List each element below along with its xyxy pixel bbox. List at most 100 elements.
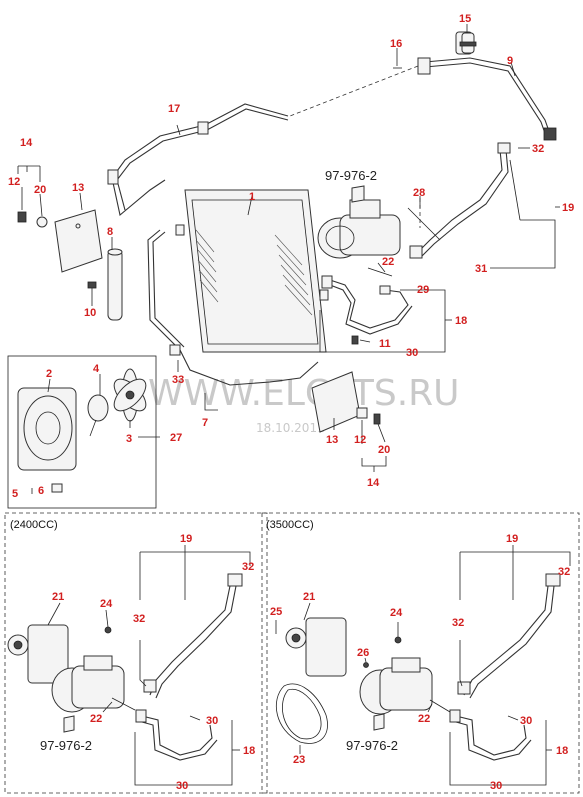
fan-blade-3: [113, 368, 147, 422]
label-p30-3500b: 30: [490, 780, 502, 792]
label-p26-3500: 26: [357, 647, 369, 659]
label-p14: 14: [20, 137, 33, 149]
bolt-22-2400: [111, 697, 136, 711]
label-p31: 31: [475, 263, 487, 275]
label-p7: 7: [202, 417, 208, 429]
label-p18-2400: 18: [243, 745, 255, 757]
nut-20-right: [373, 413, 381, 425]
label-p18-3500: 18: [556, 745, 568, 757]
bolt-10: [87, 281, 97, 298]
label-p20-b: 20: [378, 444, 390, 456]
watermark-site: WWW.ELCATS.RU: [148, 373, 460, 414]
label-p12: 12: [8, 176, 20, 188]
panel-2400cc: [4, 512, 268, 794]
bolt-24-2400: [104, 626, 112, 634]
label-p27: 27: [170, 432, 182, 444]
label-p2: 2: [46, 368, 52, 380]
label-p15: 15: [459, 13, 471, 25]
label-p32-2400b: 32: [133, 613, 145, 625]
compressor-2400: [51, 655, 125, 713]
ref-code-2400: 97-976-2: [40, 738, 92, 753]
suction-hose-18: [321, 275, 413, 335]
label-p24-2400: 24: [100, 598, 113, 610]
panel-3500cc: [261, 512, 580, 794]
label-p25-3500: 25: [270, 606, 282, 618]
watermark-date: 18.10.2011: [256, 421, 325, 435]
label-p19-3500: 19: [506, 533, 518, 545]
label-p6: 6: [38, 485, 44, 497]
label-p32-3500b: 32: [452, 617, 464, 629]
label-p9: 9: [507, 55, 513, 67]
fan-shroud-2: [17, 387, 77, 471]
hose-18-3500: [449, 709, 532, 761]
nut-20-left: [36, 216, 48, 228]
label-p22-top: 22: [382, 256, 394, 268]
bolt-24-3500: [394, 636, 402, 644]
bolt-22-3500: [429, 699, 451, 713]
bracket-13-left: [54, 209, 103, 273]
label-p28: 28: [413, 187, 425, 199]
label-p5: 5: [12, 488, 18, 500]
receiver-drier-8: [107, 248, 123, 321]
bolt-12-right: [356, 407, 368, 419]
clip-6: [51, 483, 63, 493]
label-p8: 8: [107, 226, 113, 238]
fan-assembly-box: [7, 355, 157, 509]
label-p4: 4: [93, 363, 100, 375]
hose-18-2400: [135, 709, 218, 761]
bracket-21-2400: [7, 624, 69, 684]
bracket-21-3500: [285, 617, 347, 677]
label-p20: 20: [34, 184, 46, 196]
ref-code-3500: 97-976-2: [346, 738, 398, 753]
label-p30-top: 30: [406, 347, 418, 359]
receiver-drier-15: [459, 32, 477, 54]
label-p16: 16: [390, 38, 402, 50]
label-p3: 3: [126, 433, 132, 445]
engine-title-2400: (2400CC): [10, 519, 58, 531]
oring-11: [351, 335, 359, 345]
label-p13: 13: [72, 182, 84, 194]
label-p11: 11: [379, 338, 391, 350]
condenser-1: [175, 189, 329, 353]
label-p18-top: 18: [455, 315, 467, 327]
bolt-22-top: [367, 267, 393, 277]
label-p30-2400b: 30: [176, 780, 188, 792]
compressor-3500: [359, 657, 433, 715]
bolt-12-left: [17, 211, 27, 223]
label-p22-3500: 22: [418, 713, 430, 725]
label-p14-b: 14: [367, 477, 380, 489]
fan-motor-4: [87, 394, 109, 437]
leader-lines: [17, 24, 571, 786]
label-p23-3500: 23: [293, 754, 305, 766]
label-p32-2400a: 32: [242, 561, 254, 573]
hose-19-3500: [457, 573, 561, 699]
ref-code-top: 97-976-2: [325, 168, 377, 183]
label-p29: 29: [417, 284, 429, 296]
engine-title-3500: (3500CC): [266, 519, 314, 531]
label-p10: 10: [84, 307, 96, 319]
label-p12-b: 12: [354, 434, 366, 446]
label-p32-3500a: 32: [558, 566, 570, 578]
discharge-hose-31: [409, 142, 511, 259]
bolt-28: [407, 198, 441, 241]
ref-part-icon-2400: [63, 715, 75, 733]
ref-part-icon-top: [351, 185, 365, 203]
suction-pipe-9: [417, 31, 557, 141]
label-p1: 1: [249, 191, 255, 203]
label-p32-top: 32: [532, 143, 544, 155]
label-p13-b: 13: [326, 434, 338, 446]
hose-19-2400: [143, 573, 243, 699]
label-p19-top: 19: [562, 202, 574, 214]
ref-part-icon-3500: [373, 713, 385, 731]
label-p30-2400a: 30: [206, 715, 218, 727]
label-p30-3500a: 30: [520, 715, 532, 727]
label-p17: 17: [168, 103, 180, 115]
part-number-labels: 1 9 15 16 17 14 12 20 13 8 10 32 19 28 2…: [8, 13, 574, 792]
washer-26-3500: [363, 662, 369, 668]
compressor: [317, 199, 401, 259]
label-p22-2400: 22: [90, 713, 102, 725]
label-p19-2400: 19: [180, 533, 192, 545]
pipe-17: [107, 103, 289, 217]
label-p24-3500: 24: [390, 607, 403, 619]
